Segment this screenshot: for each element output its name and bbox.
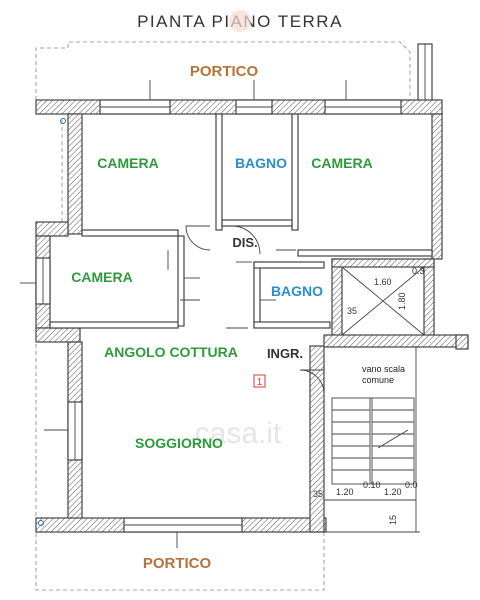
unit-number-badge: 1 (253, 374, 266, 388)
lift-shaft (341, 266, 425, 336)
label-bagno-top: BAGNO (235, 155, 287, 171)
railing (417, 43, 433, 103)
dim-stair-run-right: 1.20 (384, 487, 402, 497)
label-camera-left: CAMERA (97, 155, 158, 171)
stair (324, 346, 420, 533)
label-angolo-cottura: ANGOLO COTTURA (104, 344, 238, 360)
label-dis: DIS. (232, 235, 257, 250)
dim-stair-edge-right: 0.0 (405, 480, 418, 490)
label-ingr: INGR. (267, 346, 303, 361)
watermark: casa.it (195, 10, 282, 450)
unit-number: 1 (257, 377, 263, 388)
dim-stair-run-left: 1.20 (336, 487, 354, 497)
stair-note-line2: comune (362, 375, 394, 385)
portico-outline (35, 41, 411, 591)
dim-stair-bottom: 15 (388, 515, 398, 525)
dim-stair-gap: 0.10 (363, 480, 381, 490)
label-portico-bottom: PORTICO (143, 555, 212, 572)
fixtures (20, 80, 347, 548)
dim-lift-depth: 1.80 (397, 292, 407, 310)
dim-stair-edge-left: 35 (313, 489, 323, 499)
label-portico-top: PORTICO (190, 63, 259, 80)
label-bagno-mid: BAGNO (271, 283, 323, 299)
label-camera-right: CAMERA (311, 155, 372, 171)
dim-lift-width: 1.60 (374, 277, 392, 287)
doors (167, 225, 325, 395)
dim-lift-top: 0.3 (412, 266, 425, 276)
label-camera-mid: CAMERA (71, 269, 132, 285)
stair-note-line1: vano scala (362, 364, 405, 374)
interior-walls (49, 113, 469, 350)
exterior-walls (35, 99, 443, 533)
dim-lift-side: 35 (347, 306, 357, 316)
watermark-text: casa.it (195, 417, 282, 450)
label-soggiorno: SOGGIORNO (135, 435, 223, 451)
